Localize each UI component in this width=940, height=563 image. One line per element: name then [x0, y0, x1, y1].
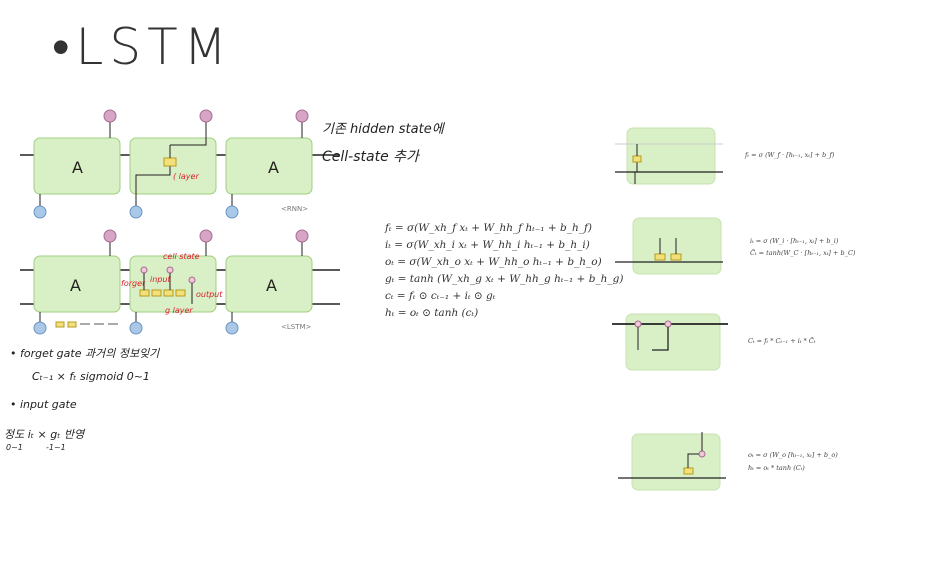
red-forget: forget: [121, 279, 146, 288]
h-output-circle: [295, 109, 309, 123]
forget-gate-note: • forget gate 과거의 정보잊기: [10, 347, 160, 360]
equation-line: fₜ = σ(W_xh_f xₜ + W_hh_f hₜ₋₁ + b_h_f): [385, 222, 592, 234]
panel-2-eq1: iₜ = σ (W_i · [hₜ₋₁, xₜ] + b_i): [750, 237, 839, 245]
rnn-red-annotation: ( layer: [173, 172, 199, 181]
output-gate-panel: [618, 432, 726, 491]
red-g-layer: g layer: [165, 306, 193, 315]
panel-1-eq: fₜ = σ (W_f · [hₜ₋₁, xₜ] + b_f): [745, 151, 835, 159]
red-input: input: [150, 275, 171, 284]
rnn-cell-label: A: [72, 158, 83, 177]
panel-4-eq1: oₜ = σ (W_o [hₜ₋₁, xₜ] + b_o): [748, 451, 838, 459]
rnn-caption: <RNN>: [281, 205, 309, 213]
equation-line: hₜ = oₜ ⊙ tanh (cₜ): [385, 307, 479, 319]
rnn-cell-label: A: [268, 158, 279, 177]
h-output-circle: [199, 109, 213, 123]
input-gate-detail: 정도 iₜ × gₜ 반영: [4, 428, 85, 441]
page-title: •LSTM: [52, 18, 233, 76]
rnn-cell-3: [225, 137, 313, 195]
x-input-circle: [225, 205, 239, 219]
equation-line: gₜ = tanh (W_xh_g xₜ + W_hh_g hₜ₋₁ + b_h…: [385, 273, 624, 285]
input-gate-panel: [615, 217, 723, 275]
svg-text:A: A: [70, 276, 81, 295]
rnn-note-1: 기존 hidden state에: [322, 122, 444, 137]
panel-2-eq2: C̃ₜ = tanh(W_C · [hₜ₋₁, xₜ] + b_C): [750, 249, 856, 257]
svg-text:A: A: [266, 276, 277, 295]
equation-line: iₜ = σ(W_xh_i xₜ + W_hh_i hₜ₋₁ + b_h_i): [385, 239, 590, 251]
rnn-diagram: A A: [20, 109, 340, 219]
h-output-circle: [103, 109, 117, 123]
equation-line: oₜ = σ(W_xh_o xₜ + W_hh_o hₜ₋₁ + b_h_o): [385, 256, 602, 268]
cell-state-panel: [612, 313, 728, 371]
x-input-circle: [129, 205, 143, 219]
panel-4-eq2: hₜ = oₜ * tanh (Cₜ): [748, 464, 805, 472]
lstm-diagram: A A: [20, 229, 340, 335]
red-cell-state: cell state: [163, 252, 200, 261]
equation-line: cₜ = fₜ ⊙ cₜ₋₁ + iₜ ⊙ gₜ: [385, 290, 496, 302]
lstm-caption: <LSTM>: [281, 323, 312, 331]
forget-gate-panel: [615, 127, 723, 185]
input-gate-note: • input gate: [10, 398, 77, 411]
input-range-1: 0~1: [6, 443, 23, 452]
forget-gate-detail: Cₜ₋₁ × fₜ sigmoid 0~1: [32, 370, 150, 383]
rnn-cell-1: [33, 137, 121, 195]
panel-3-eq: Cₜ = fₜ * Cₜ₋₁ + iₜ * C̃ₜ: [748, 337, 816, 345]
input-range-2: -1~1: [46, 443, 66, 452]
red-output: output: [196, 290, 223, 299]
equation-block: fₜ = σ(W_xh_f xₜ + W_hh_f hₜ₋₁ + b_h_f) …: [385, 220, 624, 322]
rnn-note-2: Cell-state 추가: [322, 149, 419, 165]
x-input-circle: [33, 205, 47, 219]
